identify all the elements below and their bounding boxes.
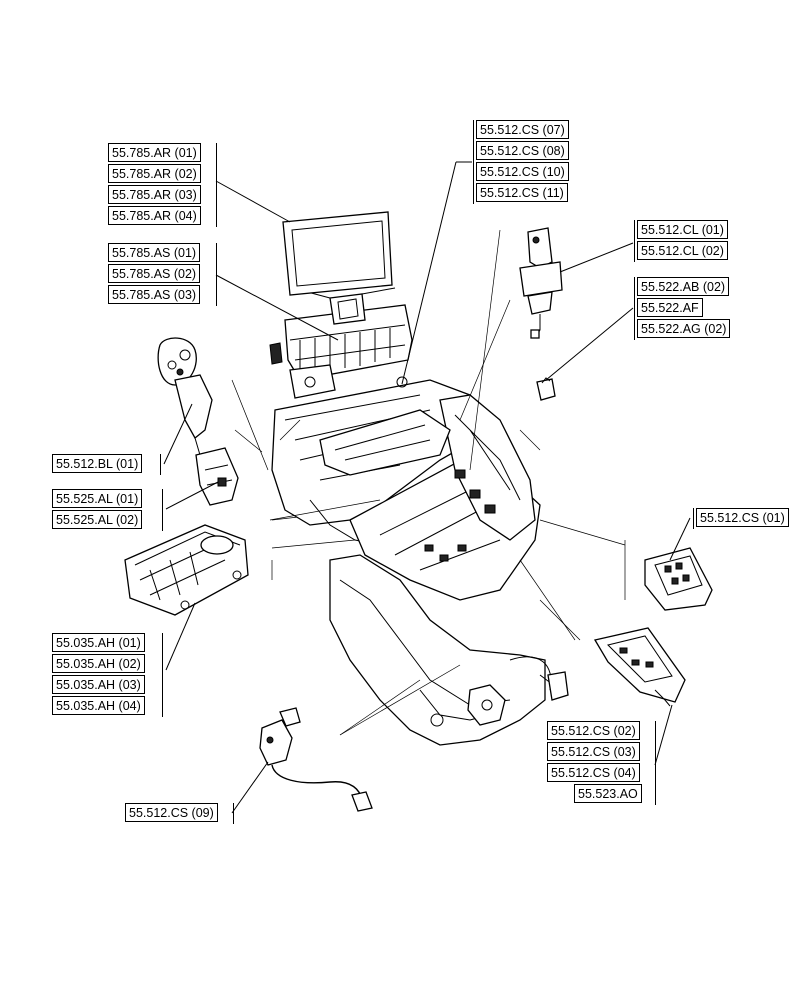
- part-label-55-512-bl-01: 55.512.BL (01): [52, 454, 143, 473]
- callout-group-cs-top: [473, 120, 582, 204]
- part-label-55-512-cs-02: 55.512.CS (02): [547, 721, 640, 740]
- part-label-55-035-ah-04: 55.035.AH (04): [52, 696, 145, 715]
- side-control-panel: [124, 524, 249, 616]
- rocker-switch: [536, 377, 556, 401]
- sensor-cable: [259, 707, 373, 812]
- callout-group-bl: [52, 454, 161, 475]
- part-label-55-512-cs-07: 55.512.CS (07): [476, 120, 569, 139]
- right-joystick: [519, 227, 563, 339]
- callout-group-as: [108, 243, 217, 306]
- part-label-55-512-cs-01: 55.512.CS (01): [696, 508, 789, 527]
- part-label-55-512-cs-11: 55.512.CS (11): [476, 183, 568, 202]
- callout-group-ar: [108, 143, 217, 227]
- callout-group-al: [52, 489, 163, 531]
- part-label-55-512-cs-10: 55.512.CS (10): [476, 162, 569, 181]
- part-label-55-785-ar-02: 55.785.AR (02): [108, 164, 201, 183]
- part-label-55-512-cl-02: 55.512.CL (02): [637, 241, 728, 260]
- display-monitor: [282, 211, 393, 296]
- part-label-55-785-ar-01: 55.785.AR (01): [108, 143, 201, 162]
- armrest-cover: [593, 627, 686, 707]
- part-label-55-522-ag-02: 55.522.AG (02): [637, 319, 731, 338]
- part-label-55-785-ar-04: 55.785.AR (04): [108, 206, 201, 225]
- part-label-55-785-as-01: 55.785.AS (01): [108, 243, 201, 262]
- joystick-base: [195, 447, 239, 506]
- part-label-55-522-ab-02: 55.522.AB (02): [637, 277, 730, 296]
- main-console-assembly: [231, 287, 626, 746]
- part-label-55-525-al-02: 55.525.AL (02): [52, 510, 143, 529]
- part-label-55-512-cs-04: 55.512.CS (04): [547, 763, 640, 782]
- part-label-55-522-af: 55.522.AF: [637, 298, 703, 317]
- callout-group-cs09: [125, 803, 234, 824]
- part-label-55-512-cs-08: 55.512.CS (08): [476, 141, 569, 160]
- callout-group-ah: [52, 633, 163, 717]
- part-label-55-785-as-03: 55.785.AS (03): [108, 285, 201, 304]
- callout-group-switch: [634, 277, 743, 340]
- callout-group-cl: [634, 220, 743, 262]
- part-label-55-525-al-01: 55.525.AL (01): [52, 489, 143, 508]
- part-label-55-035-ah-01: 55.035.AH (01): [52, 633, 145, 652]
- part-label-55-512-cl-01: 55.512.CL (01): [637, 220, 728, 239]
- part-label-55-035-ah-02: 55.035.AH (02): [52, 654, 145, 673]
- leader-lines: [163, 161, 691, 814]
- callout-group-cs01: [693, 508, 802, 529]
- control-module: [644, 547, 713, 611]
- part-label-55-035-ah-03: 55.035.AH (03): [52, 675, 145, 694]
- left-joystick: [157, 337, 213, 456]
- part-label-55-785-as-02: 55.785.AS (02): [108, 264, 201, 283]
- part-label-55-512-cs-09: 55.512.CS (09): [125, 803, 218, 822]
- part-label-55-512-cs-03: 55.512.CS (03): [547, 742, 640, 761]
- part-label-55-785-ar-03: 55.785.AR (03): [108, 185, 201, 204]
- callout-group-cs-bottom: [547, 721, 656, 805]
- part-label-55-523-ao: 55.523.AO: [574, 784, 642, 803]
